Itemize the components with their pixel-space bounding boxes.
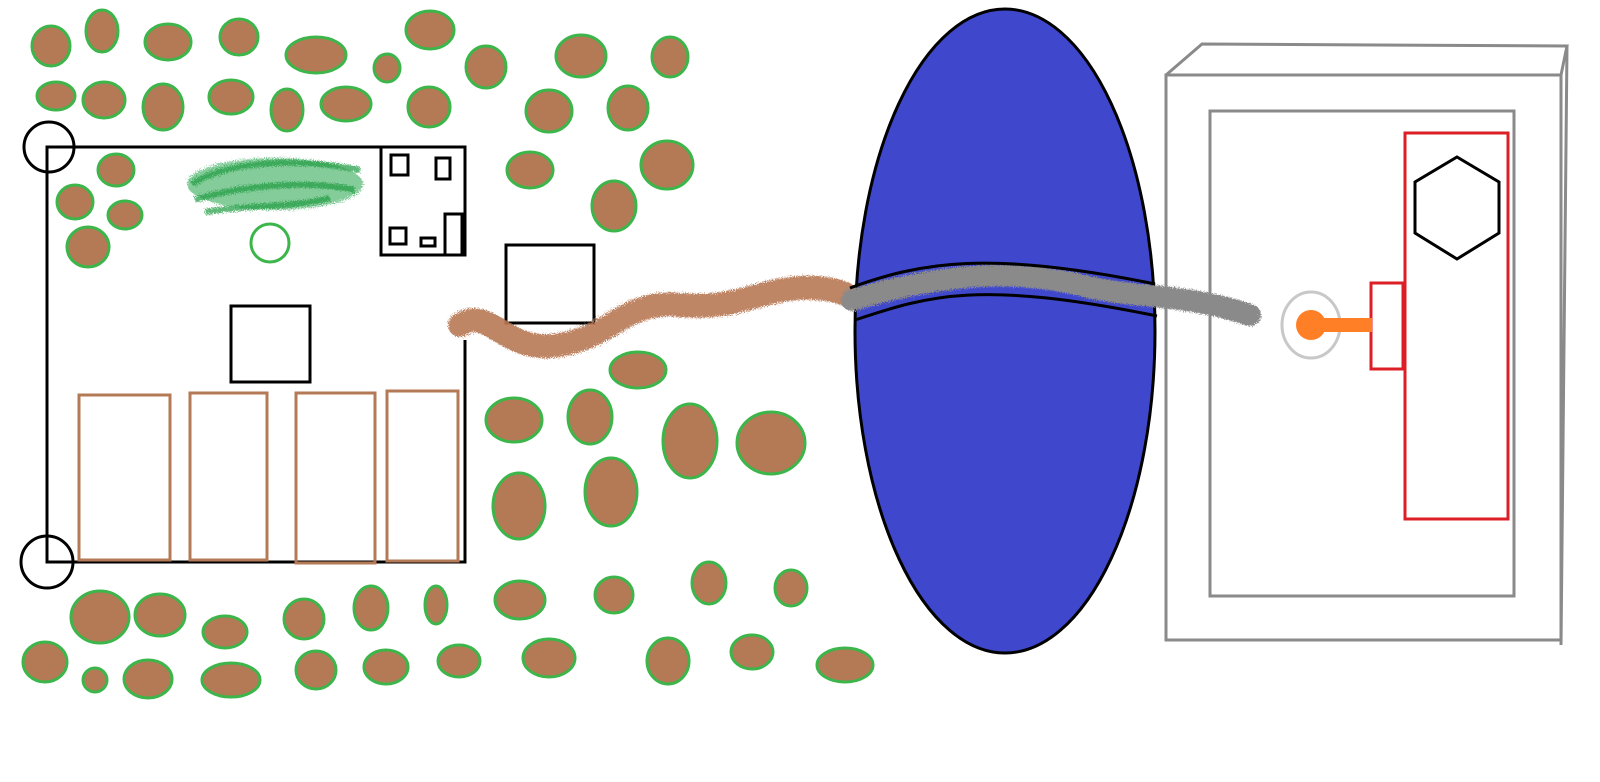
rock (372, 52, 402, 84)
green-circle (249, 222, 291, 264)
rock (590, 179, 638, 233)
blue-disc (853, 7, 1157, 655)
rock (735, 410, 807, 476)
rock (464, 44, 508, 90)
rock (566, 388, 614, 446)
rock (690, 560, 728, 606)
rock (491, 471, 547, 541)
box-front (1164, 73, 1563, 642)
panel-button (434, 156, 452, 181)
rock (269, 87, 305, 133)
green-scribble (187, 158, 363, 215)
circle-icon (19, 534, 75, 590)
rock (30, 24, 72, 68)
rock (96, 152, 136, 188)
rock (21, 640, 69, 684)
rock (81, 80, 127, 120)
rock (362, 648, 410, 686)
rock (122, 658, 174, 700)
rock (84, 8, 120, 54)
circle-icon (22, 120, 76, 174)
rock (284, 35, 348, 75)
rock-field (21, 8, 875, 700)
rock (352, 584, 390, 632)
rock (207, 78, 255, 116)
rock (593, 575, 635, 615)
brown-frame (77, 393, 172, 562)
brown-frame (385, 389, 460, 563)
rock (423, 584, 449, 626)
rock (294, 649, 338, 691)
rock (521, 637, 577, 679)
rock (773, 568, 809, 608)
rock (729, 633, 775, 671)
rock (69, 589, 131, 645)
brown-frame (294, 391, 377, 565)
rock (201, 614, 249, 650)
band-bottom-line (854, 293, 1158, 322)
panel-button (388, 226, 408, 246)
rock (645, 636, 691, 686)
rock (436, 643, 482, 679)
rock (406, 85, 452, 129)
rock (55, 183, 95, 221)
gray-box (1164, 42, 1569, 646)
rock (282, 597, 326, 641)
outside-square (504, 243, 596, 325)
rock (524, 88, 574, 134)
rock (606, 84, 650, 132)
orange-handle-knob (1296, 310, 1326, 340)
rock (661, 402, 719, 480)
rock (106, 199, 144, 231)
gray-path (841, 264, 1261, 326)
rock (554, 33, 608, 79)
panel-slot (443, 212, 464, 257)
rock (35, 80, 77, 112)
hexagon-icon (1413, 155, 1501, 261)
rock (133, 592, 187, 638)
rock (141, 82, 185, 132)
red-panel-frame (1403, 131, 1510, 521)
control-panel (379, 145, 467, 257)
rock (143, 22, 193, 62)
brown-frames (77, 389, 460, 565)
rock (493, 579, 547, 621)
rock (505, 150, 555, 190)
rock (583, 456, 639, 528)
center-square (229, 304, 312, 384)
rock (608, 350, 668, 390)
brown-path (448, 275, 857, 359)
panel-button (419, 236, 437, 248)
brown-frame (188, 391, 269, 562)
rock (218, 17, 260, 57)
rock (815, 646, 875, 684)
rock (200, 661, 262, 699)
rock (484, 396, 544, 444)
rock (81, 666, 109, 694)
rock (404, 9, 456, 51)
box-right-edge (1559, 45, 1569, 646)
disc-band (849, 261, 1158, 322)
band-top-line (849, 261, 1156, 290)
box-inner-door (1208, 109, 1516, 598)
box-top-edge (1165, 42, 1569, 77)
rock (65, 225, 111, 269)
black-enclosure (19, 120, 596, 590)
rock (319, 85, 373, 123)
rock (639, 139, 695, 191)
rock (650, 35, 690, 79)
panel-button (389, 153, 410, 177)
